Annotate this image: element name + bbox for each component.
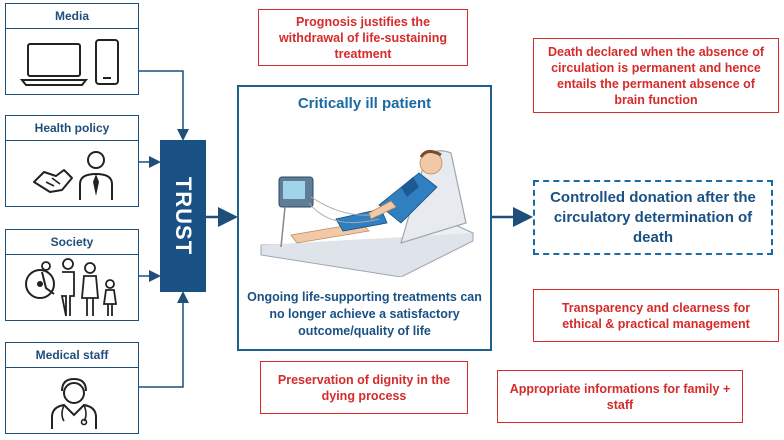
- family-icon: [25, 258, 118, 317]
- trust-bar: TRUST: [160, 140, 206, 292]
- doctor-icon: [51, 377, 97, 429]
- source-health-policy-title: Health policy: [6, 116, 138, 141]
- principle-dignity: Preservation of dignity in the dying pro…: [260, 361, 468, 414]
- trust-label: TRUST: [171, 176, 196, 256]
- patient-description: Ongoing life-supporting treatments can n…: [247, 290, 482, 338]
- outcome-box: Controlled donation after the circulator…: [533, 180, 773, 255]
- patient-box: Critically ill patient Ongoing life-supp…: [237, 85, 492, 351]
- media-connector: [139, 70, 189, 141]
- source-health-policy: Health policy: [5, 115, 139, 207]
- source-media-title: Media: [6, 4, 138, 29]
- source-society: Society: [5, 229, 139, 321]
- source-media: Media: [5, 3, 139, 95]
- handshake-official-icon: [33, 151, 113, 200]
- patient-bed-illustration: [260, 150, 475, 277]
- principle-informations: Appropriate informations for family + st…: [497, 370, 743, 423]
- patient-title: Critically ill patient: [297, 95, 432, 112]
- source-society-title: Society: [6, 230, 138, 255]
- medical-staff-connector: [139, 291, 189, 388]
- principle-prognosis: Prognosis justifies the withdrawal of li…: [258, 9, 468, 66]
- source-medical-staff: Medical staff: [5, 342, 139, 434]
- principle-transparency: Transparency and clearness for ethical &…: [533, 289, 779, 342]
- laptop-phone-icon: [20, 39, 119, 86]
- source-medical-staff-title: Medical staff: [6, 343, 138, 368]
- principle-death-declared: Death declared when the absence of circu…: [533, 38, 779, 113]
